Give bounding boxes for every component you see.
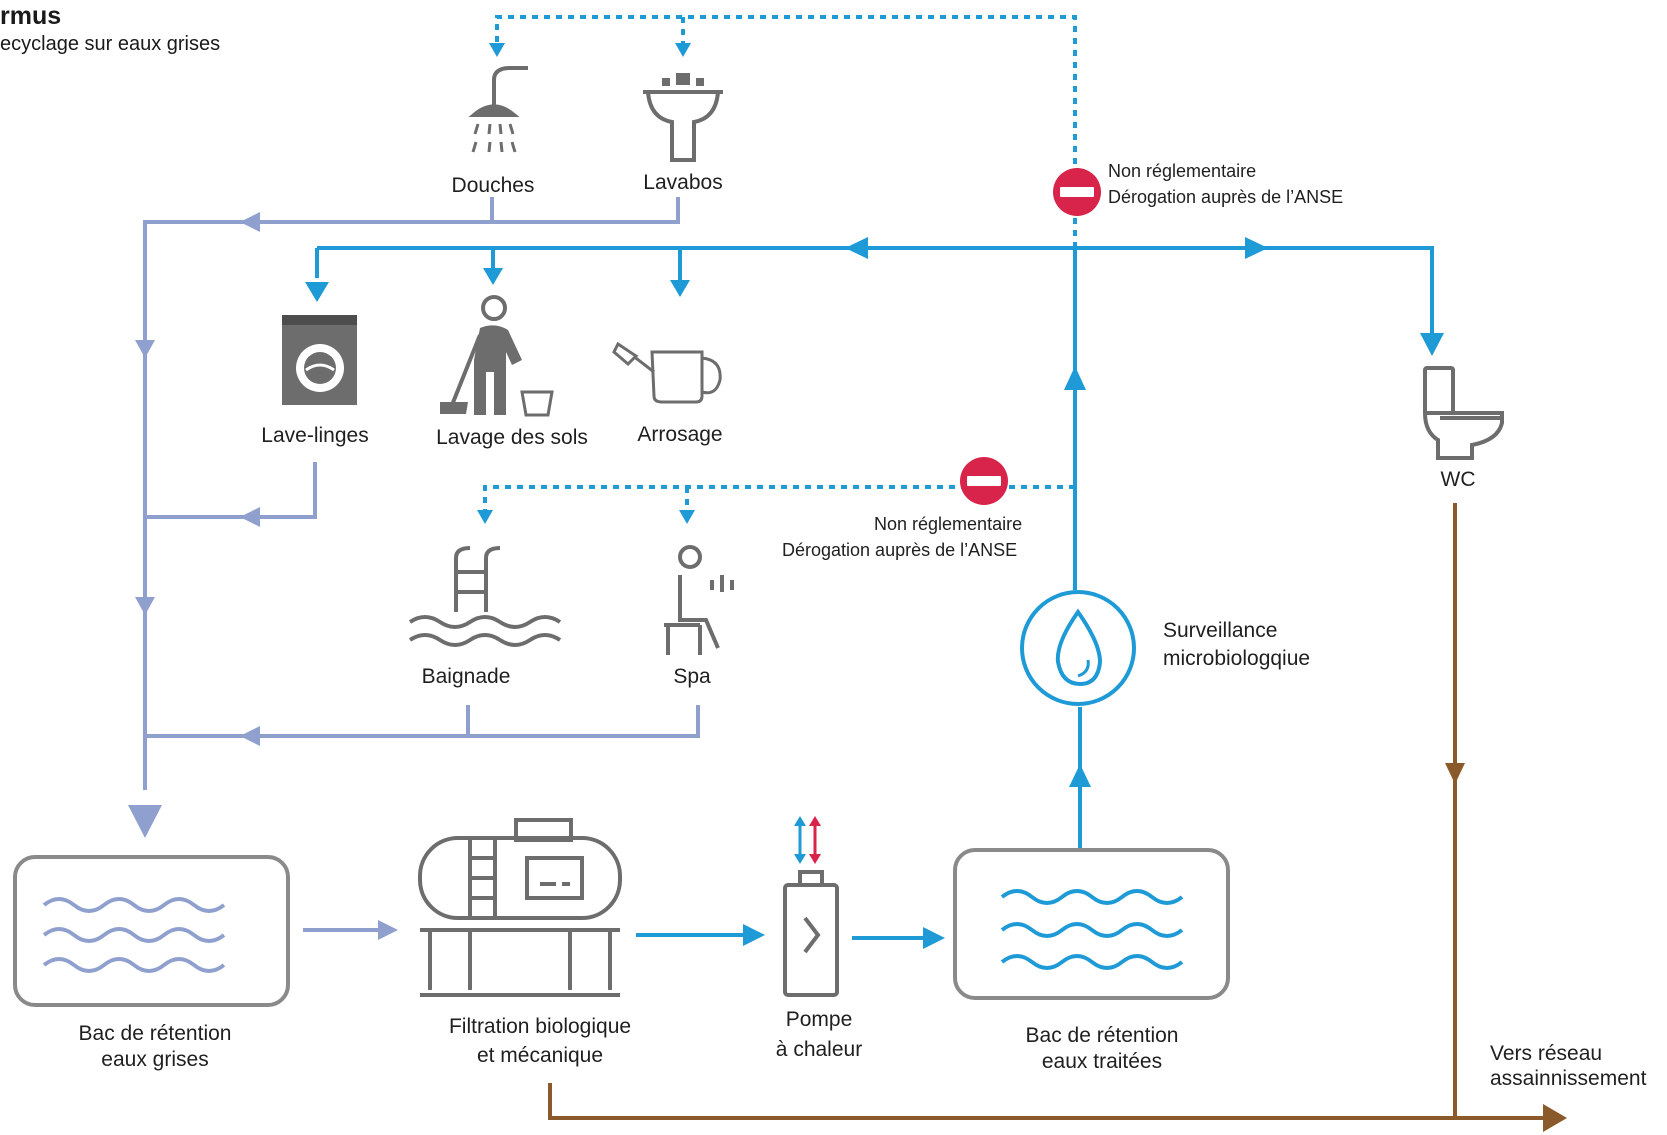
shower-icon bbox=[468, 66, 528, 153]
label-spa: Spa bbox=[673, 665, 711, 688]
label-lavabos: Lavabos bbox=[643, 171, 723, 194]
watering-can-icon bbox=[612, 341, 722, 404]
spa-person-icon bbox=[664, 545, 734, 655]
water-drop-monitor-icon bbox=[1020, 590, 1136, 706]
label-bac-traitees-1: Bac de rétention bbox=[1025, 1024, 1179, 1047]
treated-water-arrowheads bbox=[305, 237, 1444, 949]
dotted-arrowheads bbox=[477, 43, 695, 524]
grey-water-flow bbox=[143, 197, 700, 932]
page-title: rmus bbox=[0, 2, 62, 30]
label-pompe-2: à chaleur bbox=[775, 1038, 863, 1061]
warning-top-line2: Dérogation auprès de l’ANSE bbox=[1108, 187, 1344, 207]
grey-water-arrowheads bbox=[128, 212, 398, 940]
sewage-flow bbox=[548, 503, 1545, 1120]
sewage-arrowheads bbox=[1445, 763, 1567, 1132]
label-filtration-1: Filtration biologique bbox=[448, 1015, 632, 1038]
warning-middle-line1: Non réglementaire bbox=[874, 514, 1023, 534]
label-bac-traitees-2: eaux traitées bbox=[1041, 1050, 1163, 1073]
toilet-icon bbox=[1422, 366, 1504, 460]
label-bac-grises-1: Bac de rétention bbox=[78, 1022, 232, 1045]
label-wc: WC bbox=[1440, 468, 1476, 491]
label-douches: Douches bbox=[451, 174, 535, 197]
label-vers-reseau-1: Vers réseau bbox=[1490, 1042, 1603, 1065]
label-lave-linges: Lave-linges bbox=[261, 424, 369, 447]
floor-cleaning-icon bbox=[440, 295, 554, 417]
non-regulatory-dotted-lines bbox=[483, 15, 1077, 510]
page-subtitle: ecyclage sur eaux grises bbox=[0, 33, 221, 55]
heat-pump-icon bbox=[783, 816, 839, 997]
sink-icon bbox=[643, 73, 723, 162]
grey-water-tank bbox=[13, 855, 290, 1007]
no-entry-icon-top bbox=[1053, 168, 1101, 216]
label-baignade: Baignade bbox=[421, 665, 511, 688]
pool-icon bbox=[408, 546, 562, 647]
no-entry-icon-middle bbox=[960, 457, 1008, 505]
label-bac-grises-2: eaux grises bbox=[101, 1048, 209, 1071]
label-pompe-1: Pompe bbox=[785, 1008, 853, 1031]
washing-machine-icon bbox=[282, 315, 357, 405]
label-surveillance-1: Surveillance bbox=[1163, 619, 1278, 642]
warning-top-line1: Non réglementaire bbox=[1108, 161, 1257, 181]
treated-water-tank bbox=[953, 848, 1230, 1000]
warning-middle-line2: Dérogation auprès de l’ANSE bbox=[782, 540, 1018, 560]
label-arrosage: Arrosage bbox=[637, 423, 723, 446]
label-lavage-sols: Lavage des sols bbox=[436, 426, 588, 449]
label-vers-reseau-2: assainnissement bbox=[1490, 1067, 1647, 1090]
label-filtration-2: et mécanique bbox=[476, 1044, 604, 1067]
filtration-unit-icon bbox=[418, 818, 622, 997]
label-surveillance-2: microbiologqiue bbox=[1163, 647, 1311, 670]
